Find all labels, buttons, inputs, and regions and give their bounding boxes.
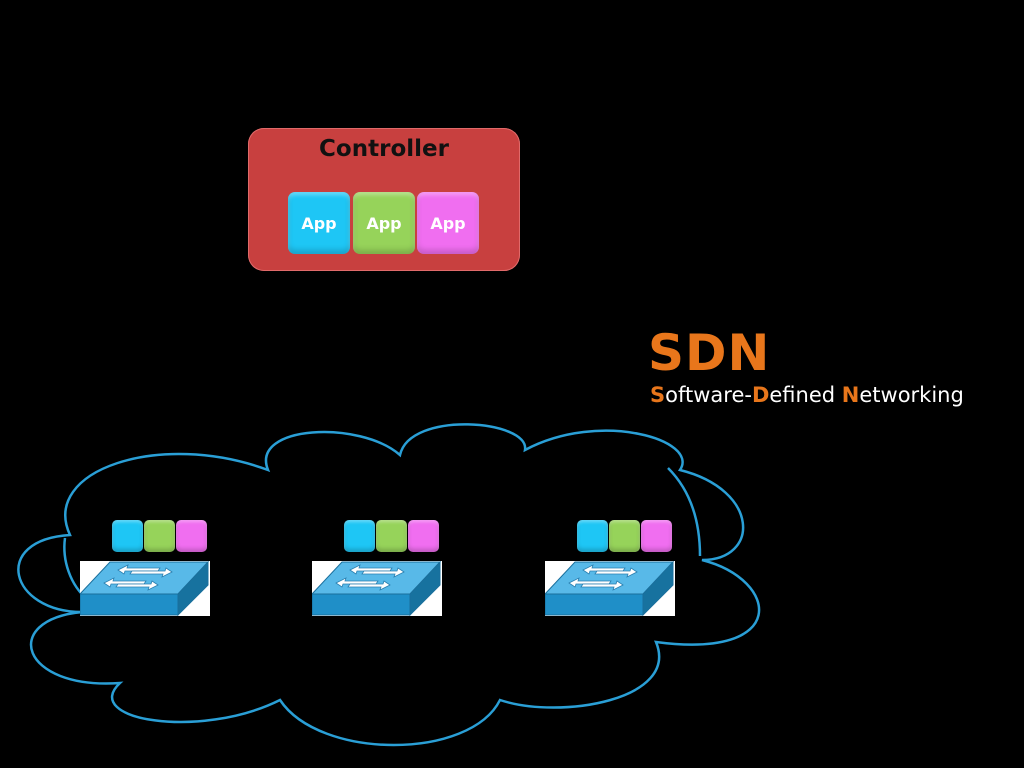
app-block-blue: App xyxy=(288,192,350,254)
switch-icon xyxy=(312,561,442,616)
app-block-green: App xyxy=(353,192,415,254)
switch-icon xyxy=(80,561,210,616)
app-chip xyxy=(408,520,439,552)
sdn-subtitle: Software-Defined Networking xyxy=(650,383,964,407)
switch-group xyxy=(312,520,442,620)
switch-group xyxy=(80,520,210,620)
controller-title: Controller xyxy=(319,136,449,162)
app-chip xyxy=(112,520,143,552)
app-chip xyxy=(376,520,407,552)
switch-icon xyxy=(545,561,675,616)
subtitle-part: etworking xyxy=(859,383,964,407)
sdn-title: SDN xyxy=(648,324,771,382)
subtitle-part: S xyxy=(650,383,666,407)
subtitle-part: D xyxy=(751,383,770,407)
app-label: App xyxy=(366,213,402,233)
app-chip xyxy=(176,520,207,552)
app-chip xyxy=(641,520,672,552)
app-chip xyxy=(344,520,375,552)
subtitle-part: oftware- xyxy=(665,383,752,407)
app-label: App xyxy=(430,213,466,233)
app-chip xyxy=(144,520,175,552)
subtitle-part: N xyxy=(841,383,860,407)
switch-group xyxy=(545,520,675,620)
app-chip xyxy=(577,520,608,552)
app-block-pink: App xyxy=(417,192,479,254)
subtitle-part: efined xyxy=(769,383,842,407)
app-chip xyxy=(609,520,640,552)
controller-box: Controller App App App xyxy=(248,128,520,271)
app-label: App xyxy=(301,213,337,233)
